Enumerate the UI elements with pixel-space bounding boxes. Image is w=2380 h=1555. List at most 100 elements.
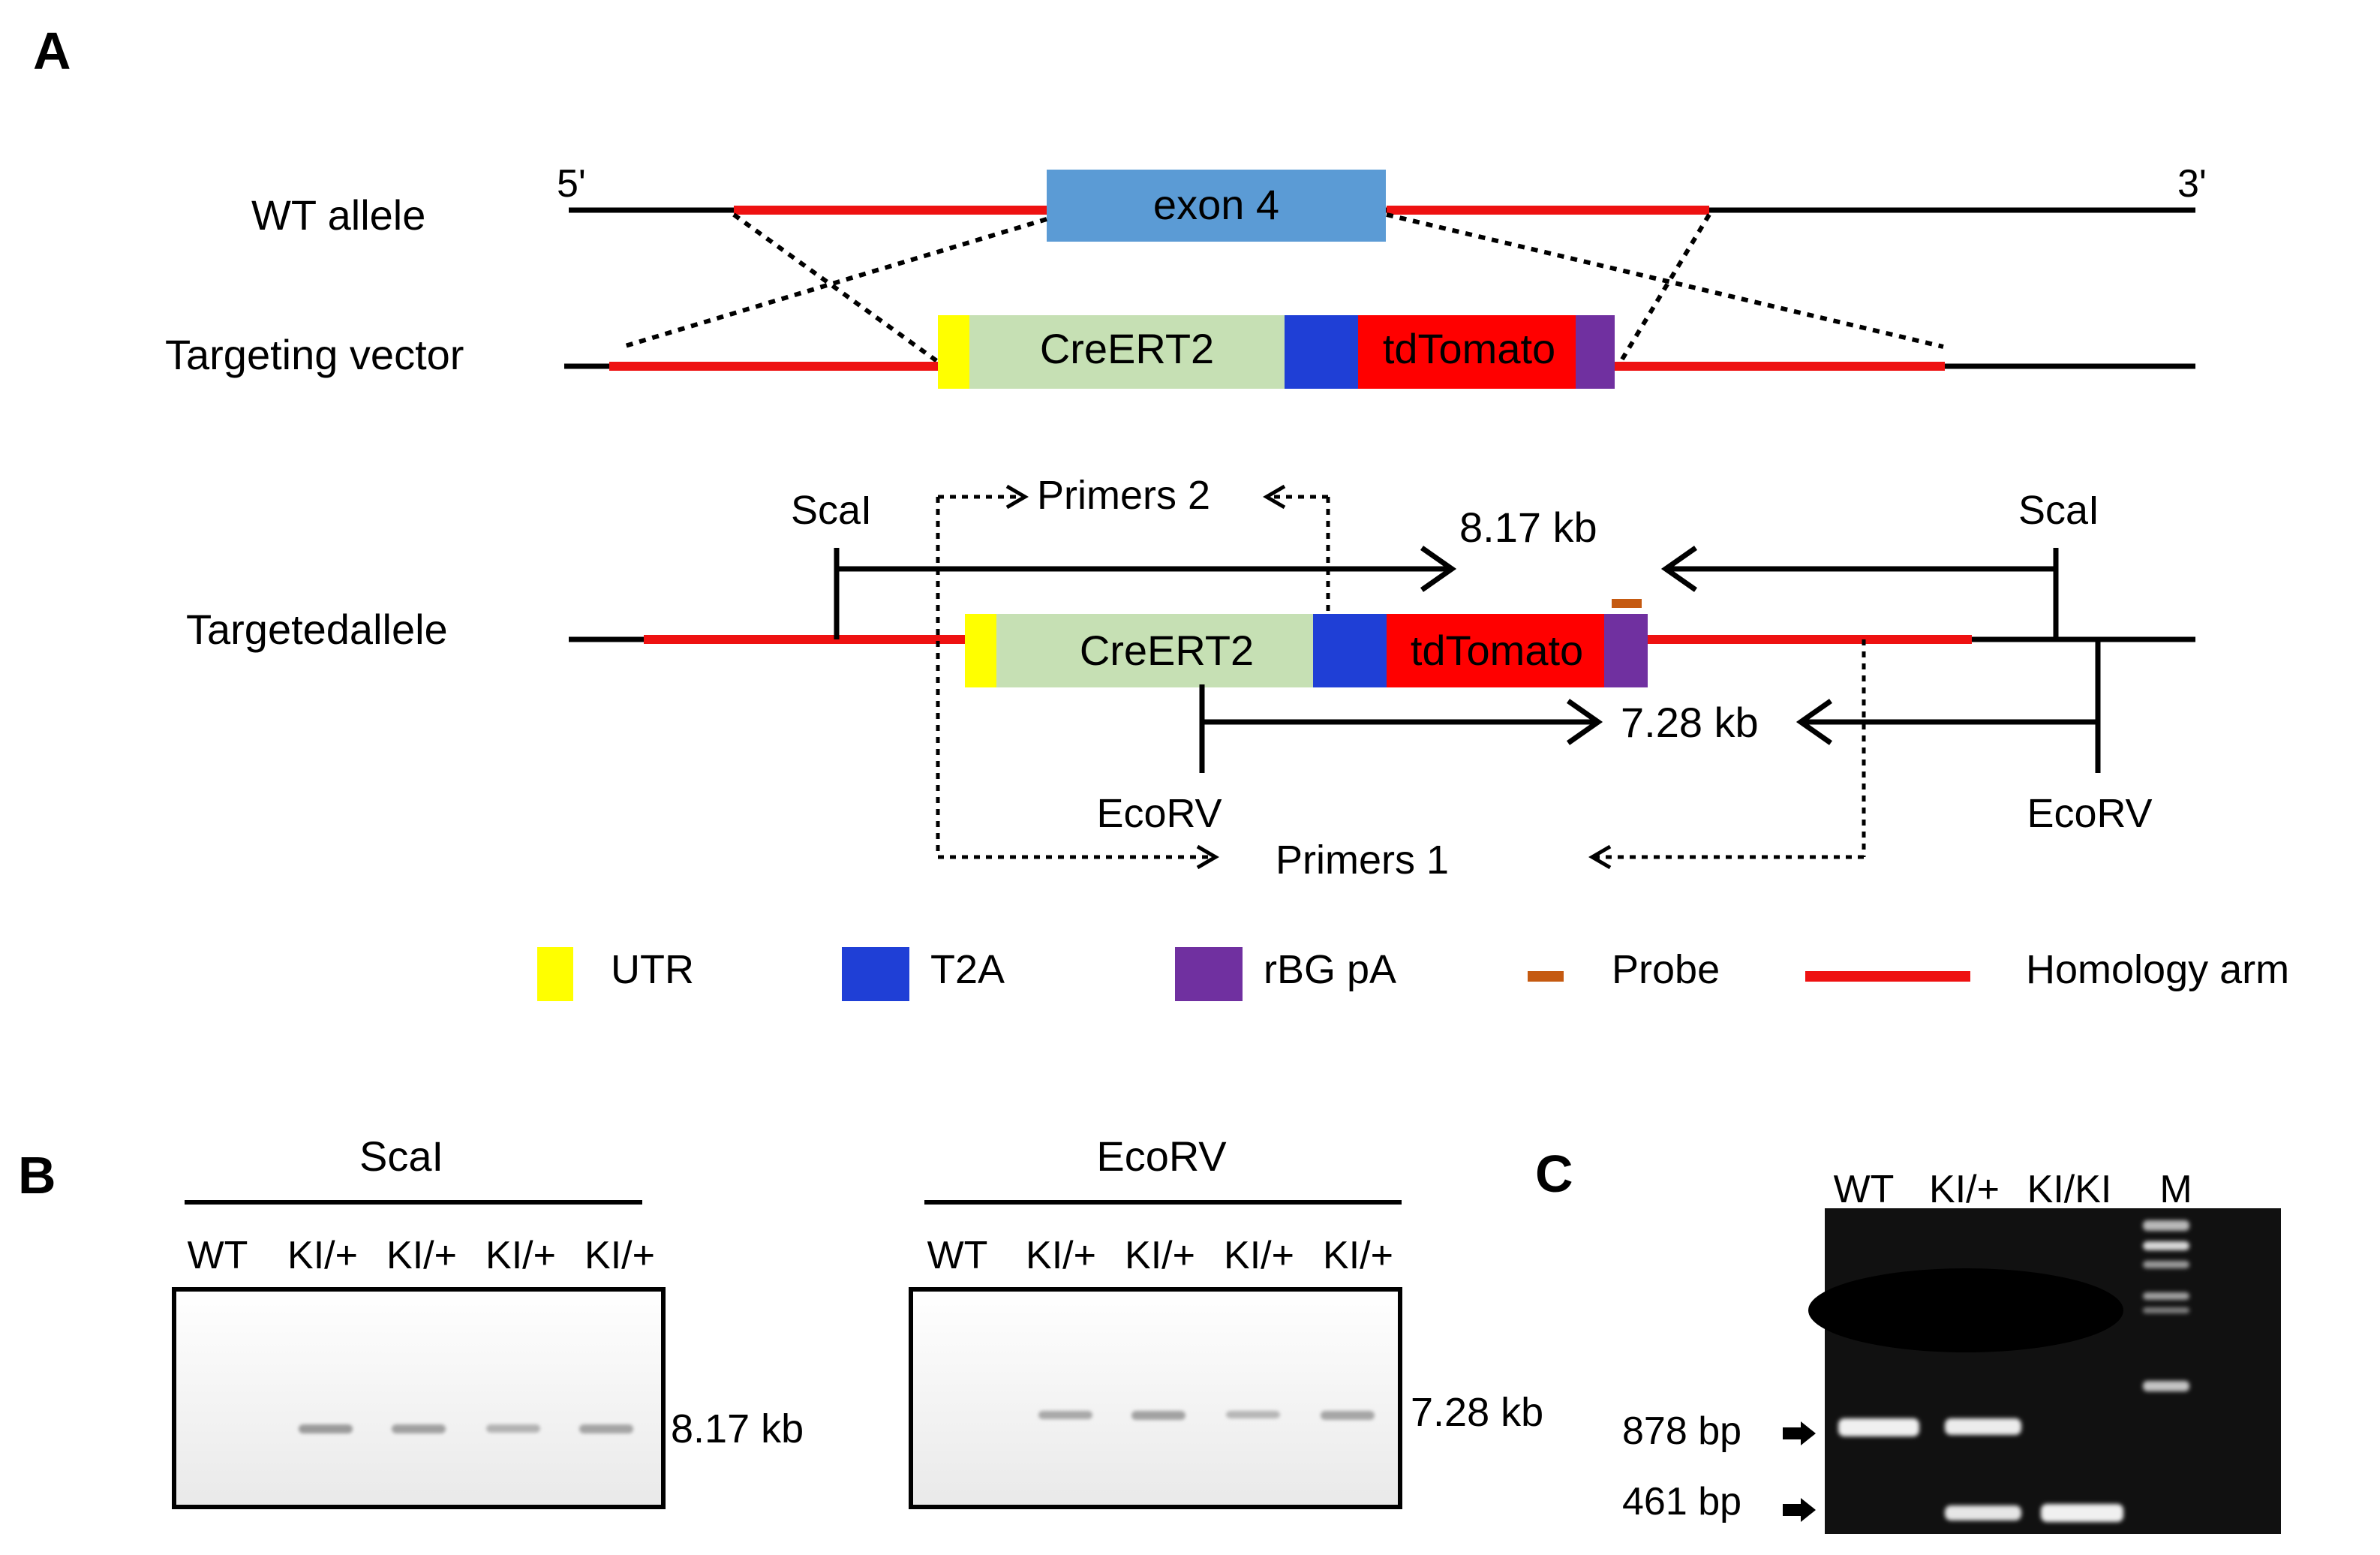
scai-band-lane-4 bbox=[486, 1424, 540, 1433]
legend-probe-label: Probe bbox=[1612, 947, 1720, 992]
scai-lane-3: KI/+ bbox=[386, 1234, 457, 1277]
legend-homology-arm-swatch bbox=[1805, 971, 1970, 982]
primers-1-left-arrowhead bbox=[1196, 844, 1219, 870]
targeted-rbg-pa-box bbox=[1604, 614, 1648, 687]
ecorv-lane-1: WT bbox=[927, 1234, 988, 1277]
crossover-line-4 bbox=[1618, 213, 1711, 363]
wt-allele-label: WT allele bbox=[251, 191, 425, 239]
fragment-728-label: 7.28 kb bbox=[1621, 699, 1759, 746]
panel-label-c: C bbox=[1535, 1144, 1573, 1203]
crossover-line-2 bbox=[622, 217, 1047, 349]
scai-lane-1: WT bbox=[188, 1234, 248, 1277]
ecorv-band-lane-3 bbox=[1131, 1411, 1185, 1420]
pcr-lane-1: WT bbox=[1834, 1168, 1895, 1211]
ecorv-left-arrowhead bbox=[1566, 699, 1603, 745]
vector-left-homology-arm bbox=[609, 362, 939, 371]
scai-band-lane-3 bbox=[392, 1424, 446, 1433]
pcr-lane-2: KI/+ bbox=[1929, 1168, 2000, 1211]
ecorv-lane-4: KI/+ bbox=[1224, 1234, 1294, 1277]
legend-t2a-swatch bbox=[842, 947, 909, 1001]
vector-t2a-box bbox=[1285, 315, 1358, 389]
targeting-vector-track: Targeting vector CreERT2 tdTomato bbox=[165, 315, 2195, 389]
vector-creert2-label: CreERT2 bbox=[1040, 325, 1214, 372]
pcr-band-het-461 bbox=[1945, 1505, 2021, 1520]
vector-tdtomato-box bbox=[1358, 315, 1576, 389]
scai-band-lane-2 bbox=[299, 1424, 353, 1433]
ladder-band-1 bbox=[2143, 1220, 2189, 1231]
legend-utr-swatch bbox=[537, 947, 573, 1001]
probe-marker bbox=[1612, 599, 1642, 608]
scai-right-arrowhead bbox=[1660, 546, 1698, 592]
targeted-creert2-label: CreERT2 bbox=[1080, 627, 1254, 674]
panel-label-b: B bbox=[18, 1146, 56, 1205]
ecorv-right-arrowhead bbox=[1796, 699, 1833, 745]
ecorv-lane-3: KI/+ bbox=[1125, 1234, 1195, 1277]
scai-blot-title: ScaI bbox=[359, 1132, 443, 1180]
vector-creert2-box bbox=[969, 315, 1285, 389]
scai-lane-2: KI/+ bbox=[287, 1234, 358, 1277]
ecorv-lane-2: KI/+ bbox=[1026, 1234, 1096, 1277]
scai-blot-membrane bbox=[172, 1287, 666, 1509]
pcr-band-461-label: 461 bp bbox=[1622, 1480, 1741, 1523]
pcr-band-het-878 bbox=[1945, 1418, 2021, 1435]
pcr-gel-dark-smear bbox=[1808, 1268, 2123, 1352]
crossover-line-3 bbox=[1386, 212, 1944, 349]
targeted-t2a-box bbox=[1313, 614, 1387, 687]
scai-right-label: ScaI bbox=[2018, 488, 2099, 533]
ecorv-lane-5: KI/+ bbox=[1323, 1234, 1393, 1277]
ecorv-blot-membrane bbox=[909, 1287, 1402, 1509]
ecorv-left-label: EcoRV bbox=[1096, 791, 1222, 836]
vector-tdtomato-label: tdTomato bbox=[1383, 325, 1555, 372]
pcr-band-878-label: 878 bp bbox=[1622, 1409, 1741, 1453]
primers-1-right-arrowhead bbox=[1588, 844, 1612, 870]
ecorv-fragment bbox=[1199, 639, 2101, 773]
three-prime-label: 3' bbox=[2177, 162, 2207, 206]
legend-utr-label: UTR bbox=[611, 947, 694, 992]
ecorv-blot-title: EcoRV bbox=[1096, 1132, 1227, 1180]
scai-left-arrowhead bbox=[1420, 546, 1457, 592]
pcr-band-ki-461 bbox=[2041, 1504, 2123, 1522]
wt-left-homology-arm bbox=[734, 206, 1049, 215]
primers-1-label: Primers 1 bbox=[1276, 838, 1449, 883]
scai-band-size-label: 8.17 kb bbox=[671, 1406, 804, 1451]
pcr-lane-4: M bbox=[2159, 1168, 2192, 1211]
targeted-utr-box bbox=[965, 614, 996, 687]
pcr-lane-3: KI/KI bbox=[2027, 1168, 2112, 1211]
vector-utr-box bbox=[938, 315, 969, 389]
legend-probe-swatch bbox=[1528, 971, 1564, 982]
targeted-allele-track: Targetedallele CreERT2 tdTomato bbox=[186, 599, 2195, 687]
vector-rbg-pa-box bbox=[1576, 315, 1615, 389]
vector-right-homology-arm bbox=[1613, 362, 1945, 371]
targeted-right-homology-arm bbox=[1648, 635, 1972, 644]
targeted-tdtomato-box bbox=[1387, 614, 1604, 687]
exon-4-box bbox=[1047, 170, 1386, 242]
legend-rbg-pa-label: rBG pA bbox=[1264, 947, 1396, 992]
legend: UTR T2A rBG pA Probe Homology arm bbox=[537, 947, 2289, 1001]
ecorv-band-size-label: 7.28 kb bbox=[1411, 1390, 1543, 1435]
ladder-band-5 bbox=[2143, 1307, 2189, 1313]
scai-band-lane-5 bbox=[579, 1424, 633, 1433]
targeting-vector-label: Targeting vector bbox=[165, 331, 464, 378]
targeted-tdtomato-label: tdTomato bbox=[1411, 627, 1583, 674]
targeted-left-homology-arm bbox=[644, 635, 965, 644]
legend-t2a-label: T2A bbox=[930, 947, 1005, 992]
panel-label-a: A bbox=[33, 22, 71, 80]
ecorv-band-lane-5 bbox=[1321, 1411, 1375, 1420]
pcr-agarose-gel bbox=[1808, 1208, 2281, 1534]
ladder-band-3 bbox=[2143, 1261, 2189, 1268]
ecorv-right-label: EcoRV bbox=[2027, 791, 2152, 836]
scai-lane-5: KI/+ bbox=[584, 1234, 655, 1277]
five-prime-label: 5' bbox=[557, 162, 586, 206]
wt-right-homology-arm bbox=[1387, 206, 1709, 215]
primers-2-left-arrowhead bbox=[1005, 484, 1029, 510]
targeted-allele-label: Targetedallele bbox=[186, 606, 448, 653]
scai-southern-blot: ScaI WT KI/+ KI/+ KI/+ KI/+ 8.17 kb bbox=[172, 1132, 804, 1509]
pcr-band-wt-878 bbox=[1838, 1418, 1919, 1436]
scai-lane-4: KI/+ bbox=[485, 1234, 556, 1277]
scai-left-label: ScaI bbox=[791, 488, 872, 533]
ecorv-band-lane-4 bbox=[1226, 1411, 1280, 1418]
ladder-band-6 bbox=[2143, 1381, 2189, 1391]
recombination-lines bbox=[622, 212, 1944, 364]
fragment-817-label: 8.17 kb bbox=[1459, 504, 1597, 551]
